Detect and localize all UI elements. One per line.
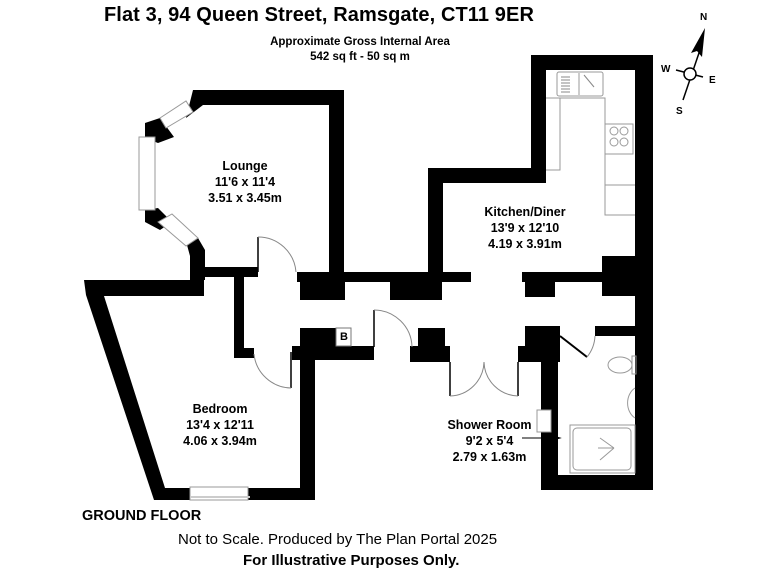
sink-drainer bbox=[561, 74, 595, 93]
room-metric: 2.79 x 1.63m bbox=[452, 450, 527, 464]
room-shower-room: Shower Room 9'2 x 5'4 2.79 x 1.63m bbox=[432, 417, 547, 465]
kitchen-double-door-swing bbox=[449, 361, 519, 397]
kitchen-left-wall bbox=[428, 168, 443, 272]
page-title: Flat 3, 94 Queen Street, Ramsgate, CT11 … bbox=[0, 4, 768, 27]
room-imperial: 13'9 x 12'10 bbox=[490, 221, 560, 235]
lounge-right-wall bbox=[329, 90, 344, 276]
bedroom-bottom-right-wall bbox=[248, 488, 314, 500]
corridor-left-stub bbox=[234, 348, 254, 358]
lounge-door-swing bbox=[257, 236, 297, 273]
room-name: Kitchen/Diner bbox=[484, 205, 566, 219]
shower-tray-inner bbox=[572, 427, 632, 471]
boiler-marker: B bbox=[340, 331, 348, 343]
room-name: Lounge bbox=[222, 159, 268, 173]
lounge-top-wall bbox=[186, 90, 344, 118]
hall-top-wall bbox=[297, 272, 471, 282]
hall-door-swing bbox=[373, 309, 413, 348]
kitchen-bottom-block-right bbox=[602, 256, 635, 296]
room-imperial: 13'4 x 12'11 bbox=[186, 418, 254, 432]
kitchen-top-wall bbox=[531, 55, 653, 70]
shower-arrow bbox=[522, 435, 562, 441]
shower-head bbox=[598, 437, 615, 461]
compass-north: N bbox=[700, 12, 708, 23]
lounge-bottom-wall-left bbox=[190, 267, 258, 277]
title-text: Flat 3, 94 Queen Street, Ramsgate, CT11 … bbox=[103, 4, 535, 26]
bedroom-window-sill bbox=[190, 496, 250, 498]
corridor-left-wall bbox=[234, 277, 244, 357]
bedroom-right-wall bbox=[300, 352, 315, 500]
room-imperial: 9'2 x 5'4 bbox=[465, 434, 514, 448]
kitchen-counter-left bbox=[546, 97, 561, 171]
bedroom-window bbox=[189, 486, 249, 501]
kitchen-step-wall bbox=[428, 168, 546, 183]
bedroom-left-wall bbox=[84, 280, 204, 500]
bathroom-fixtures bbox=[569, 355, 637, 474]
kitchen-upper-left-wall bbox=[531, 55, 546, 183]
compass-rose bbox=[675, 28, 705, 101]
bay-window-front bbox=[138, 136, 156, 211]
hall-top-block-left bbox=[300, 272, 345, 300]
shower-tray-outer bbox=[569, 424, 636, 474]
room-imperial: 11'6 x 11'4 bbox=[214, 175, 276, 189]
area-value: 542 sq ft - 50 sq m bbox=[310, 51, 410, 63]
doors bbox=[253, 236, 596, 397]
hall-top-block-right bbox=[390, 272, 442, 300]
basin bbox=[627, 387, 636, 419]
hall-middle-wall bbox=[292, 346, 374, 360]
kitchen-right-wall bbox=[635, 55, 653, 490]
room-metric: 4.06 x 3.94m bbox=[183, 434, 257, 448]
bay-window-bottom bbox=[157, 213, 199, 247]
toilet bbox=[607, 356, 633, 374]
shower-bottom-wall bbox=[541, 475, 653, 490]
bedroom-door-swing bbox=[253, 353, 292, 389]
sink bbox=[556, 71, 604, 97]
kitchen-counter-right bbox=[560, 97, 635, 216]
compass-east: E bbox=[709, 75, 716, 86]
room-bedroom: Bedroom 13'4 x 12'11 4.06 x 3.94m bbox=[165, 401, 275, 449]
hob bbox=[604, 123, 634, 155]
room-name: Bedroom bbox=[192, 402, 248, 416]
room-lounge: Lounge 11'6 x 11'4 3.51 x 3.45m bbox=[190, 158, 300, 206]
kitchen-fixtures bbox=[546, 71, 635, 216]
shower-door-swing bbox=[586, 335, 596, 358]
north-arrow-icon bbox=[691, 28, 705, 57]
disclaimer: Not to Scale. Produced by The Plan Porta… bbox=[178, 531, 498, 548]
area-label: Approximate Gross Internal Area bbox=[270, 36, 450, 48]
compass-south: S bbox=[676, 106, 683, 117]
kitchen-bottom-block-left bbox=[525, 272, 555, 297]
shower-top-wall bbox=[595, 326, 635, 336]
boiler-box bbox=[335, 327, 352, 347]
compass-west: W bbox=[661, 64, 671, 75]
kitchen-bottom-wall bbox=[522, 272, 635, 282]
hall-block-right-base bbox=[518, 346, 538, 362]
floor-label: GROUND FLOOR bbox=[82, 508, 202, 524]
room-name: Shower Room bbox=[447, 418, 532, 432]
illustrative-note: For Illustrative Purposes Only. bbox=[243, 552, 460, 569]
room-metric: 3.51 x 3.45m bbox=[208, 191, 282, 205]
walls bbox=[84, 55, 653, 500]
hall-block-mid-base bbox=[410, 346, 450, 362]
room-metric: 4.19 x 3.91m bbox=[488, 237, 562, 251]
bay-window-top bbox=[159, 100, 194, 129]
shower-window bbox=[536, 409, 552, 433]
room-kitchen-diner: Kitchen/Diner 13'9 x 12'10 4.19 x 3.91m bbox=[460, 204, 590, 252]
shower-left-wall bbox=[541, 326, 558, 490]
